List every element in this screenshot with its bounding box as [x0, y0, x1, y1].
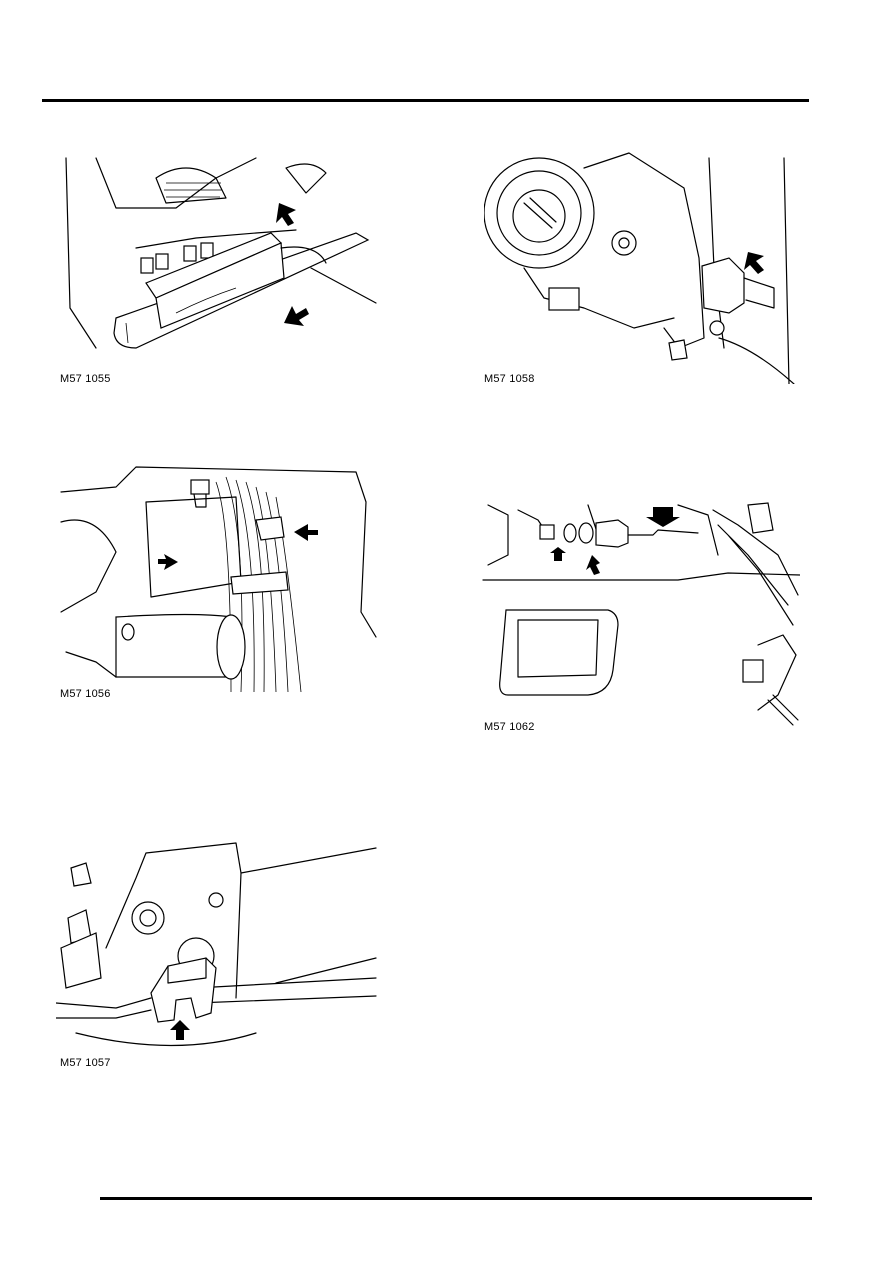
- figure-harness-clip: [56, 838, 378, 1063]
- figure-caption: M57 1058: [484, 373, 535, 385]
- arrow-icon: [646, 507, 680, 527]
- arrow-icon: [744, 252, 764, 274]
- harness-cable-ties-illustration: [60, 466, 377, 692]
- glovebox-removal-illustration: [65, 157, 377, 349]
- arrow-icon: [586, 555, 600, 575]
- ignition-switch-connector-illustration: [484, 152, 795, 384]
- figure-caption: M57 1062: [484, 721, 535, 733]
- figure-caption: M57 1055: [60, 373, 111, 385]
- arrow-icon: [276, 203, 296, 226]
- header-rule: [42, 99, 809, 102]
- figure-harness-ties: [56, 462, 378, 692]
- figure-glovebox: [56, 148, 378, 373]
- bolt-washers-illustration: [482, 502, 800, 726]
- arrow-icon: [550, 547, 566, 561]
- figure-ignition-switch: [484, 148, 796, 384]
- figure-bolt-washers: [478, 495, 800, 740]
- arrow-icon: [294, 524, 318, 541]
- arrow-icon: [170, 1020, 190, 1040]
- footer-rule: [100, 1197, 812, 1200]
- arrow-icon: [158, 554, 178, 570]
- harness-clip-illustration: [56, 842, 377, 1047]
- figure-caption: M57 1057: [60, 1057, 111, 1069]
- arrow-icon: [284, 306, 309, 326]
- figure-caption: M57 1056: [60, 688, 111, 700]
